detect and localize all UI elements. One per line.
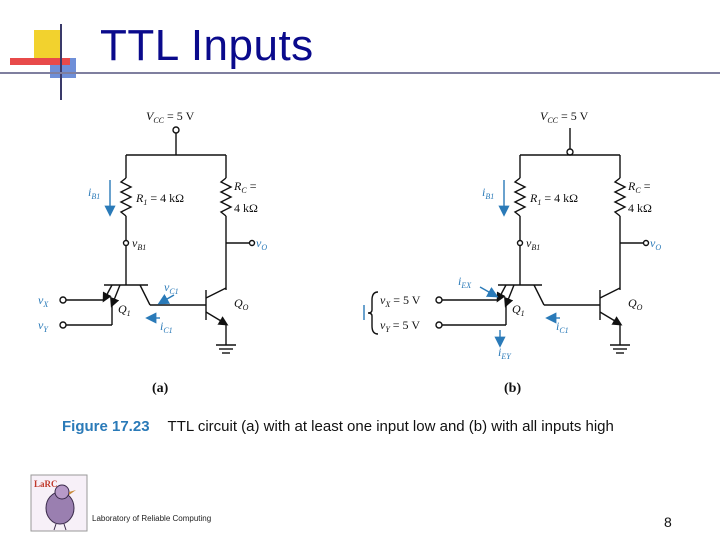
b-ic1-label: iC1 bbox=[556, 319, 569, 335]
b-vo-label: vO bbox=[650, 236, 661, 252]
b-rc-value: 4 kΩ bbox=[628, 201, 652, 215]
title-rule bbox=[0, 72, 720, 74]
b-iey-label: iEY bbox=[498, 345, 512, 361]
a-vx-label: vX bbox=[38, 293, 49, 309]
slide-title: TTL Inputs bbox=[100, 21, 314, 70]
figure-caption-text: TTL circuit (a) with at least one input … bbox=[167, 418, 614, 435]
a-vo-label: vO bbox=[256, 236, 267, 252]
b-q1-label: Q1 bbox=[512, 302, 525, 318]
a-vc1-label: vC1 bbox=[164, 280, 179, 296]
deco-vertical-line bbox=[60, 24, 62, 100]
b-r1-label: R1 = 4 kΩ bbox=[529, 191, 578, 207]
b-vx-label: vX = 5 V bbox=[380, 293, 421, 309]
circuit-figure: VCC = 5 V R1 = 4 kΩ RC = 4 kΩ vB1 Q1 QO … bbox=[38, 109, 661, 396]
a-ic1-label: iC1 bbox=[160, 319, 173, 335]
b-vy-label: vY = 5 V bbox=[380, 318, 420, 334]
a-rc-value: 4 kΩ bbox=[234, 201, 258, 215]
a-vb1-label: vB1 bbox=[132, 236, 146, 252]
a-q1-label: Q1 bbox=[118, 302, 131, 318]
lab-logo: LaRC bbox=[30, 474, 88, 532]
logo-text: LaRC bbox=[34, 479, 58, 489]
b-qo-label: QO bbox=[628, 296, 643, 312]
b-ib1-label: iB1 bbox=[482, 185, 494, 201]
panel-a bbox=[59, 126, 256, 354]
figure-number: Figure 17.23 bbox=[62, 418, 150, 435]
a-vy-label: vY bbox=[38, 318, 49, 334]
b-vcc-label: VCC = 5 V bbox=[540, 109, 589, 125]
panel-a-label: (a) bbox=[152, 381, 169, 396]
a-qo-label: QO bbox=[234, 296, 249, 312]
a-vcc-label: VCC = 5 V bbox=[146, 109, 195, 125]
b-vb1-label: vB1 bbox=[526, 236, 540, 252]
b-rc-label: RC = bbox=[627, 179, 651, 195]
figure-caption: Figure 17.23 TTL circuit (a) with at leas… bbox=[62, 418, 614, 435]
panel-b bbox=[367, 128, 650, 354]
a-rc-label: RC = bbox=[233, 179, 257, 195]
a-ib1-label: iB1 bbox=[88, 185, 100, 201]
a-r1-label: R1 = 4 kΩ bbox=[135, 191, 184, 207]
deco-red-bar bbox=[10, 58, 70, 65]
page-number: 8 bbox=[664, 514, 672, 530]
panel-b-label: (b) bbox=[504, 381, 521, 396]
b-iex-label: iEX bbox=[458, 274, 472, 290]
footer-text: Laboratory of Reliable Computing bbox=[92, 514, 212, 523]
